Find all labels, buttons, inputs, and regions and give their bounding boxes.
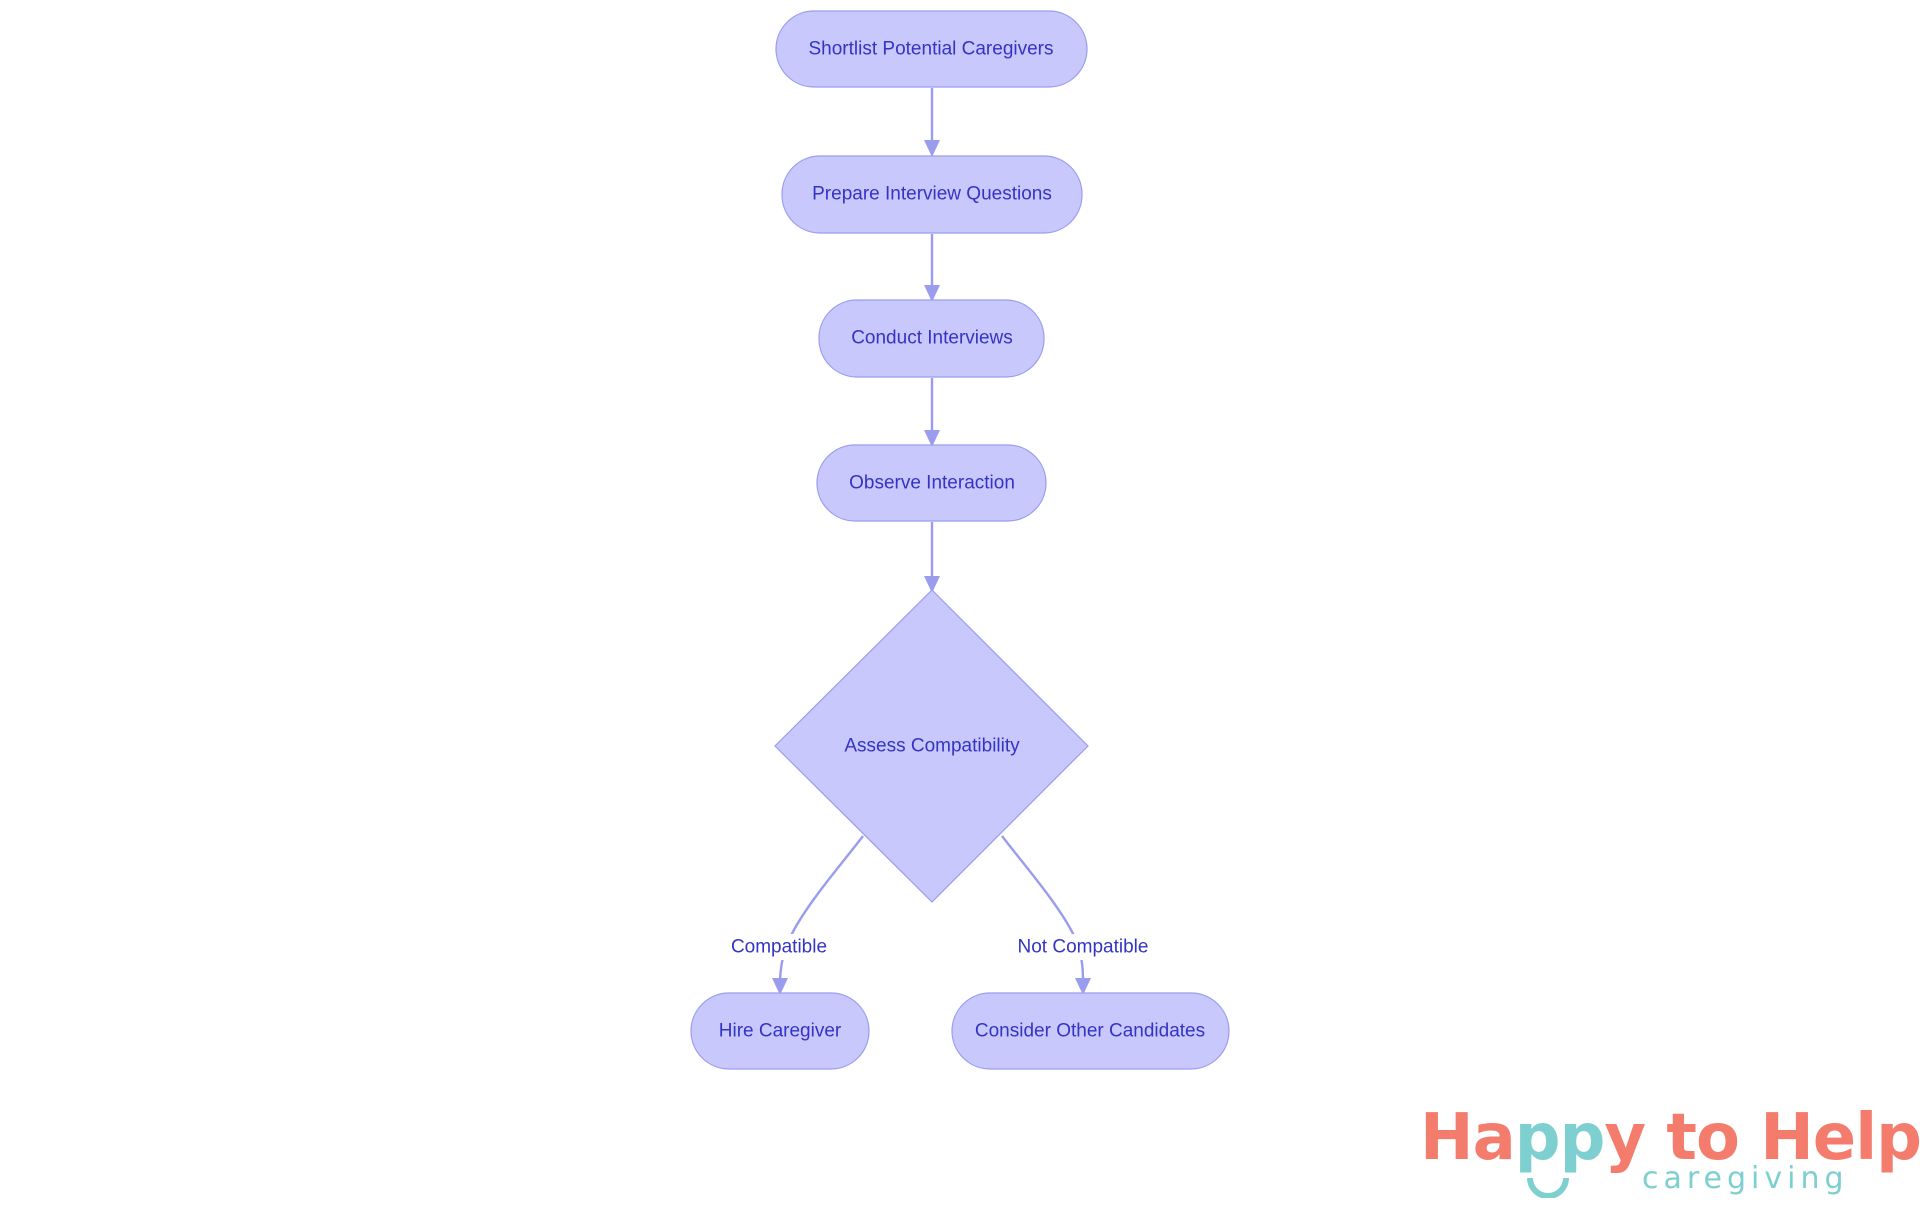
svg-text:Shortlist Potential Caregivers: Shortlist Potential Caregivers xyxy=(809,39,1054,60)
logo-subtitle: caregiving xyxy=(1642,1161,1849,1196)
logo-wordmark: Happy to Help xyxy=(1420,1102,1920,1174)
svg-text:Consider Other Candidates: Consider Other Candidates xyxy=(975,1021,1205,1042)
node-consider-other-candidates[interactable]: Consider Other Candidates xyxy=(951,992,1230,1070)
svg-text:Compatible: Compatible xyxy=(731,937,827,958)
edge-conduct-observe xyxy=(924,378,940,447)
svg-text:Observe Interaction: Observe Interaction xyxy=(849,473,1015,494)
logo-text-pp: pp xyxy=(1514,1101,1606,1175)
logo-text-y-to-help: y to Help xyxy=(1604,1101,1920,1175)
node-assess-compatibility[interactable]: Assess Compatibility xyxy=(774,589,1089,903)
svg-text:Assess Compatibility: Assess Compatibility xyxy=(844,736,1020,757)
node-shortlist-potential-caregivers[interactable]: Shortlist Potential Caregivers xyxy=(775,10,1088,88)
edge-prepare-conduct xyxy=(924,234,940,302)
edge-assess-consider xyxy=(1001,835,1091,995)
edge-assess-hire xyxy=(772,835,864,995)
node-observe-interaction[interactable]: Observe Interaction xyxy=(816,444,1047,522)
edge-label-compatible: Compatible xyxy=(727,934,831,960)
arrowhead-icon xyxy=(924,140,940,157)
edge-label-not-compatible: Not Compatible xyxy=(1012,934,1154,960)
arrowhead-icon xyxy=(924,576,940,593)
node-prepare-interview-questions[interactable]: Prepare Interview Questions xyxy=(781,155,1083,234)
edge-observe-assess xyxy=(924,522,940,593)
arrowhead-icon xyxy=(1075,978,1091,995)
smile-icon xyxy=(1527,1177,1569,1198)
svg-text:Not Compatible: Not Compatible xyxy=(1018,937,1149,958)
node-conduct-interviews[interactable]: Conduct Interviews xyxy=(818,299,1045,378)
happy-to-help-logo: Happy to Help caregiving xyxy=(1420,1100,1920,1215)
logo-text-ha: Ha xyxy=(1420,1101,1516,1175)
svg-text:Hire Caregiver: Hire Caregiver xyxy=(719,1021,842,1042)
svg-text:Conduct Interviews: Conduct Interviews xyxy=(851,328,1013,349)
arrowhead-icon xyxy=(772,978,788,995)
node-hire-caregiver[interactable]: Hire Caregiver xyxy=(690,992,870,1070)
arrowhead-icon xyxy=(924,430,940,447)
svg-text:Prepare Interview Questions: Prepare Interview Questions xyxy=(812,184,1052,205)
arrowhead-icon xyxy=(924,285,940,302)
edge-shortlist-prepare xyxy=(924,88,940,157)
